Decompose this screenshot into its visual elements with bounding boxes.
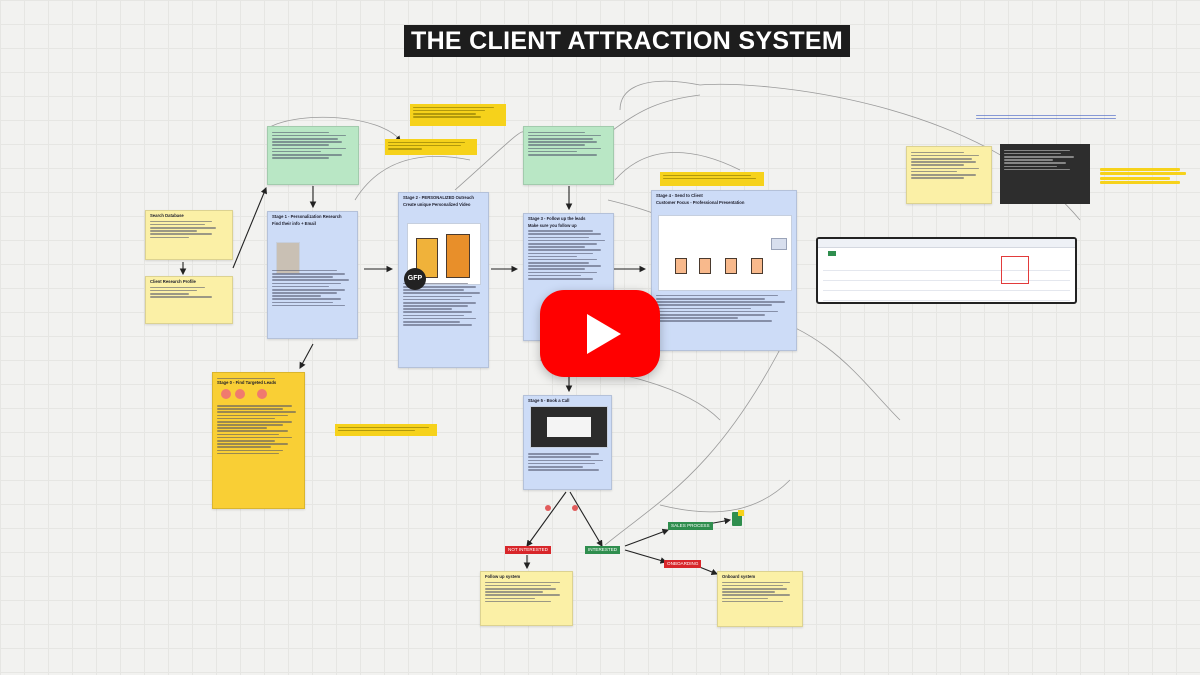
stage3-title: Stage 3 - Follow up the leads [528, 216, 586, 221]
green-card-followup[interactable] [523, 126, 614, 185]
arrow-int-sales [624, 528, 670, 547]
tag-onboarding[interactable]: ONBOARDING [664, 560, 702, 568]
decision-dot-2 [572, 505, 578, 511]
highlight-note-2 [385, 139, 477, 155]
stage4-screenshot [658, 215, 792, 291]
green-card-research[interactable] [267, 126, 359, 185]
dark-note-card[interactable] [1000, 144, 1090, 204]
stage4-title: Stage 4 - Send to Client [656, 193, 703, 198]
sticky-note-left-top[interactable]: Search Database [145, 210, 233, 260]
stage2-title: Stage 2 - PERSONALIZED Outreach [403, 195, 474, 200]
sticky-note-right[interactable] [906, 146, 992, 204]
arrow-int-onboard [624, 549, 668, 564]
tag-sales-process[interactable]: SALES PROCESS [668, 522, 713, 530]
emoji-icon-3 [257, 389, 267, 400]
thumb-a [675, 258, 687, 274]
stage5-title: Stage 5 - Book a Call [528, 398, 570, 403]
tag-not-interested[interactable]: NOT INTERESTED [505, 546, 551, 554]
spreadsheet-panel[interactable] [816, 237, 1077, 304]
sheets-icon-corner [738, 510, 744, 516]
sheet-rows [823, 261, 1070, 301]
stage1-title: Stage 1 - Personalization Research [272, 214, 342, 219]
arrow-left-up [232, 186, 267, 269]
sheet-add-button[interactable] [828, 251, 836, 256]
stage2-card[interactable]: Stage 2 - PERSONALIZED Outreach Create u… [398, 192, 489, 368]
highlight-note-3 [660, 172, 764, 186]
lead-magnet-title: Stage 0 - Find Targeted Leads [217, 379, 277, 385]
stage4-card[interactable]: Stage 4 - Send to Client Customer Focus … [651, 190, 797, 351]
stage4-subtitle: Customer Focus - Professional Presentati… [656, 199, 745, 205]
video-frame-2 [446, 234, 470, 278]
stage1-card[interactable]: Stage 1 - Personalization Research Find … [267, 211, 358, 339]
sheets-icon [732, 512, 742, 526]
thumb-b [699, 258, 711, 274]
stage1-subtitle: Find their info + Email [272, 220, 316, 226]
decision-dot-1 [545, 505, 551, 511]
stage5-screenshot [530, 406, 608, 448]
arrow-stage1-leads [299, 343, 314, 369]
video-frame-1 [416, 238, 438, 278]
gfp-badge: GFP [404, 268, 426, 290]
arrow-stage5-notint [526, 491, 567, 547]
stage2-subtitle: Create unique Personalized Video [403, 201, 471, 207]
youtube-play-button[interactable] [540, 290, 660, 377]
thumb-e [771, 238, 787, 250]
sheet-highlight-box [1001, 256, 1029, 284]
emoji-icon-2 [235, 389, 245, 400]
tag-interested[interactable]: INTERESTED [585, 546, 621, 554]
sheet-toolbar [818, 239, 1075, 248]
onboarding-title: Onboard system [722, 574, 756, 579]
not-interested-title: Follow up system [485, 574, 521, 579]
highlight-note-1 [410, 104, 506, 126]
onboarding-card[interactable]: Onboard system [717, 571, 803, 627]
highlight-note-4 [335, 424, 437, 436]
sticky-note-left-bottom[interactable]: Client Research Profile [145, 276, 233, 324]
emoji-icon-1 [221, 389, 231, 400]
side-highlight-notes [1100, 166, 1190, 186]
thumb-d [751, 258, 763, 274]
reference-link[interactable] [976, 113, 1116, 121]
stage1-photo [276, 242, 300, 274]
thumb-c [725, 258, 737, 274]
board-title: THE CLIENT ATTRACTION SYSTEM [404, 25, 850, 57]
stage5-card[interactable]: Stage 5 - Book a Call [523, 395, 612, 490]
stage3-subtitle: Make sure you follow up [528, 222, 577, 228]
lead-magnet-card[interactable]: Stage 0 - Find Targeted Leads [212, 372, 305, 509]
arrow-stage5-int [569, 491, 603, 547]
not-interested-card[interactable]: Follow up system [480, 571, 573, 626]
